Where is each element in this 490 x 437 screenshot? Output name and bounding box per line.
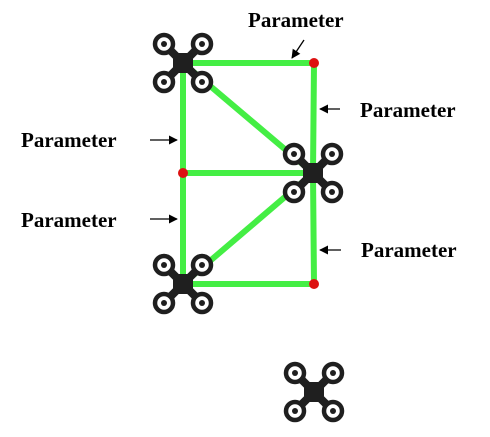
label-right-lower: Parameter bbox=[361, 238, 457, 262]
pointer-arrows bbox=[150, 39, 341, 255]
label-left-lower: Parameter bbox=[21, 208, 117, 232]
label-top: Parameter bbox=[248, 8, 344, 32]
link-right-lower bbox=[310, 170, 317, 287]
arrow-icon bbox=[291, 39, 305, 59]
label-left-upper: Parameter bbox=[21, 128, 117, 152]
quadcopter-icon bbox=[286, 364, 342, 420]
red-dot-icon bbox=[178, 168, 188, 178]
label-right-upper: Parameter bbox=[360, 98, 456, 122]
red-dot-icon bbox=[309, 279, 319, 289]
red-dot-icon bbox=[309, 58, 319, 68]
link-lines bbox=[180, 60, 317, 287]
link-right-upper bbox=[310, 60, 317, 176]
